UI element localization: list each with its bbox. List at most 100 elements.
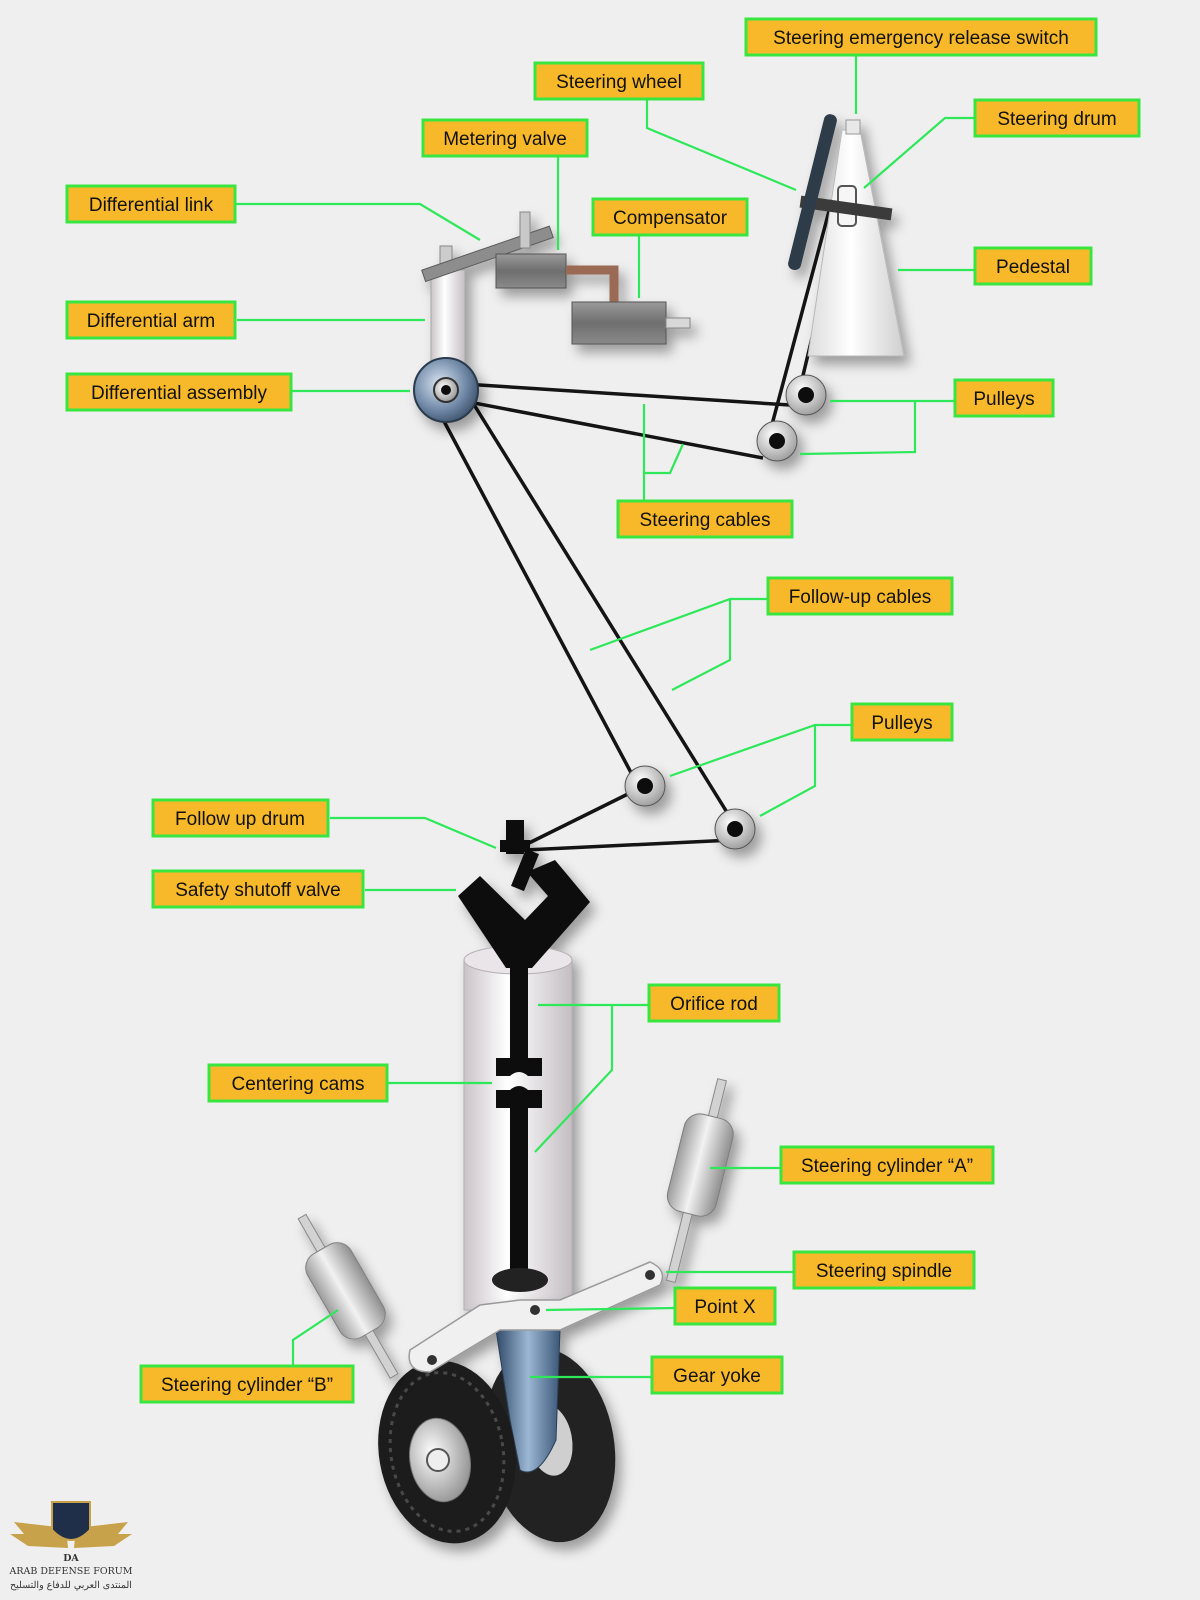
- label-text-pulleys-bottom: Pulleys: [871, 713, 932, 734]
- emergency-release-switch: [845, 119, 861, 135]
- leader-steering-drum: [863, 116, 975, 189]
- logo-name: ARAB DEFENSE FORUM: [9, 1566, 133, 1577]
- point-x-pin: [530, 1305, 540, 1315]
- label-text-centering-cams: Centering cams: [231, 1074, 364, 1095]
- logo-name-arabic: المنتدى العربي للدفاع والتسليح: [10, 1580, 132, 1591]
- differential-hub-center: [441, 385, 451, 395]
- label-centering-cams: Centering cams: [207, 1063, 389, 1103]
- leader-follow-up-drum: [330, 816, 497, 850]
- steering-cable-lower: [447, 396, 764, 460]
- leader-steering-cables: [642, 404, 685, 503]
- label-text-steering-emergency-release-switch: Steering emergency release switch: [773, 28, 1069, 49]
- label-text-gear-yoke: Gear yoke: [673, 1366, 761, 1387]
- label-text-follow-up-cables: Follow-up cables: [789, 587, 932, 608]
- pedestal-assembly: [788, 114, 905, 357]
- steering-arm-pivot-left: [427, 1355, 437, 1365]
- steering-wheel: [788, 114, 837, 271]
- label-text-pedestal: Pedestal: [996, 257, 1070, 278]
- label-metering-valve: Metering valve: [421, 118, 589, 158]
- label-text-steering-cylinder-b: Steering cylinder “B”: [161, 1375, 333, 1396]
- label-text-differential-arm: Differential arm: [87, 311, 215, 332]
- label-point-x: Point X: [673, 1286, 777, 1326]
- label-text-steering-cables: Steering cables: [640, 510, 771, 531]
- pedestal-cable-2: [768, 199, 834, 433]
- centering-cams: [496, 1058, 542, 1108]
- label-text-safety-shutoff-valve: Safety shutoff valve: [175, 880, 340, 901]
- orifice-rod-lower: [510, 1108, 528, 1278]
- leader-differential-link: [235, 202, 481, 241]
- label-steering-cylinder-a: Steering cylinder “A”: [779, 1145, 995, 1185]
- label-text-compensator: Compensator: [613, 208, 728, 229]
- label-steering-emergency-release-switch: Steering emergency release switch: [744, 17, 1098, 57]
- leader-steering-cylinder-b: [291, 1309, 339, 1366]
- strut-assembly: [458, 820, 590, 1311]
- label-text-steering-drum: Steering drum: [997, 109, 1116, 130]
- metering-valve-pin: [519, 211, 531, 249]
- leader-lines: [235, 55, 975, 1379]
- steering-spindle-pin: [645, 1270, 655, 1280]
- label-pulleys-bottom: Pulleys: [850, 702, 954, 742]
- gear-yoke: [495, 1329, 561, 1473]
- label-orifice-rod: Orifice rod: [647, 983, 781, 1023]
- steering-cylinders: [297, 1078, 734, 1379]
- follow-up-cable-drum-1: [524, 788, 637, 847]
- cables: [436, 199, 847, 852]
- compensator-stub: [665, 317, 691, 329]
- label-text-differential-link: Differential link: [89, 195, 214, 216]
- label-steering-wheel: Steering wheel: [533, 61, 705, 101]
- valve-connector-pipe: [566, 265, 619, 304]
- leader-orifice-rod: [534, 1003, 649, 1153]
- label-steering-spindle: Steering spindle: [792, 1250, 976, 1290]
- logo-shield-icon: [51, 1501, 91, 1541]
- compensator: [571, 301, 667, 345]
- label-text-differential-assembly: Differential assembly: [91, 383, 268, 404]
- label-text-follow-up-drum: Follow up drum: [175, 809, 305, 830]
- label-follow-up-drum: Follow up drum: [151, 798, 330, 838]
- label-steering-cylinder-b: Steering cylinder “B”: [139, 1364, 355, 1404]
- pulley-bottom-2: [714, 808, 756, 850]
- wheel-front-tread: [388, 1371, 506, 1533]
- leader-follow-up-cables: [589, 597, 768, 691]
- wheel-front-hub: [426, 1448, 450, 1472]
- label-pulleys-top: Pulleys: [953, 378, 1055, 418]
- label-steering-drum: Steering drum: [973, 98, 1141, 138]
- pulley-bottom-1: [624, 765, 666, 807]
- leader-pulleys-bottom: [669, 723, 852, 817]
- leader-point-x: [545, 1306, 676, 1312]
- label-text-steering-spindle: Steering spindle: [816, 1261, 952, 1282]
- label-text-metering-valve: Metering valve: [443, 129, 567, 150]
- pulley-top-2: [756, 420, 798, 462]
- forum-logo: DA ARAB DEFENSE FORUM المنتدى العربي للد…: [9, 1501, 133, 1591]
- wheel-assembly: [378, 1261, 664, 1544]
- orifice-rod-upper: [510, 960, 528, 1060]
- label-text-steering-cylinder-a: Steering cylinder “A”: [801, 1156, 973, 1177]
- differential-group: [413, 211, 691, 423]
- leader-pulleys-top: [799, 399, 955, 456]
- steering-cylinder-b: [297, 1213, 399, 1379]
- follow-up-cable-drum-2: [524, 838, 734, 852]
- follow-up-drum-cap: [500, 840, 530, 852]
- label-follow-up-cables: Follow-up cables: [766, 576, 954, 616]
- leader-steering-wheel: [645, 98, 797, 192]
- safety-shutoff-valve: [458, 860, 590, 968]
- label-safety-shutoff-valve: Safety shutoff valve: [151, 869, 365, 909]
- label-text-orifice-rod: Orifice rod: [670, 994, 758, 1015]
- steering-cable-upper: [447, 381, 791, 407]
- label-differential-link: Differential link: [65, 184, 237, 224]
- label-text-point-x: Point X: [694, 1297, 756, 1318]
- follow-up-cable-right: [466, 394, 735, 823]
- follow-up-cable-left: [436, 409, 638, 783]
- label-text-steering-wheel: Steering wheel: [556, 72, 682, 93]
- steering-shaft: [799, 195, 893, 221]
- label-differential-arm: Differential arm: [65, 300, 237, 340]
- steering-cylinder-a: [665, 1078, 734, 1284]
- label-text-pulleys-top: Pulleys: [973, 389, 1034, 410]
- label-steering-cables: Steering cables: [616, 499, 794, 539]
- pulleys: [624, 374, 827, 850]
- pulley-top-1: [785, 374, 827, 416]
- logo-monogram: DA: [63, 1553, 79, 1564]
- metering-valve: [495, 253, 567, 289]
- steering-arm: [408, 1261, 664, 1373]
- label-differential-assembly: Differential assembly: [65, 372, 293, 412]
